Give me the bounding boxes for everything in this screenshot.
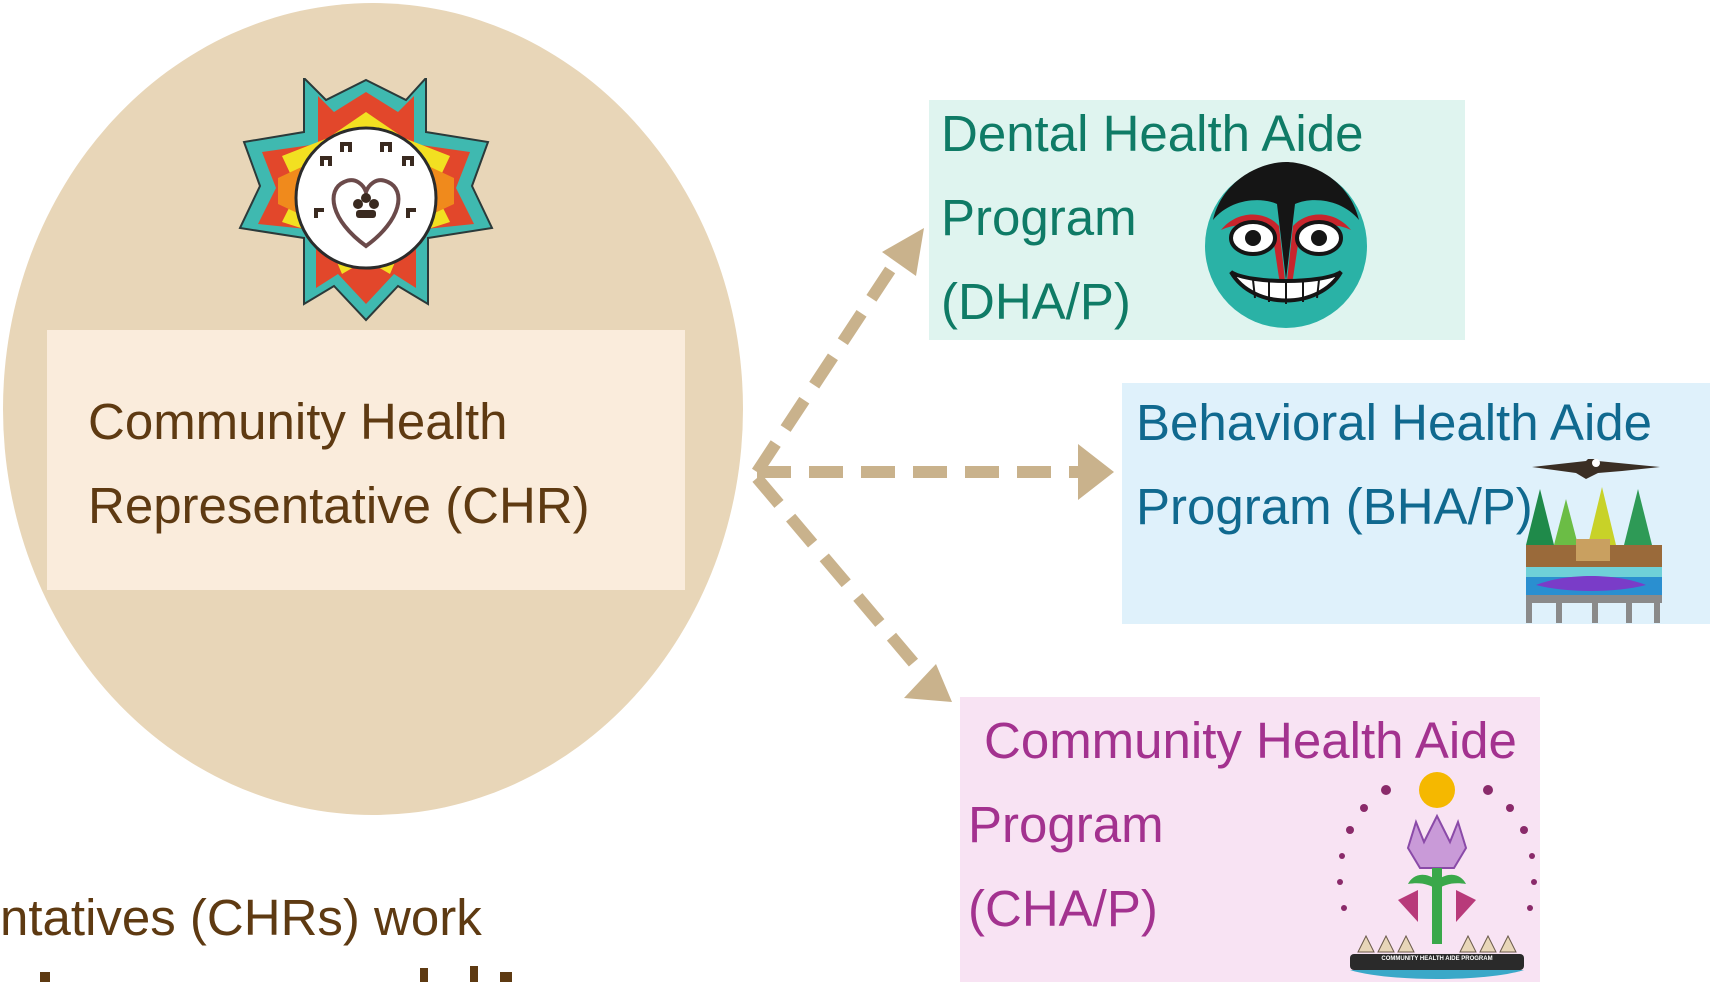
cha-logo-caption: COMMUNITY HEALTH AIDE PROGRAM [1381,956,1493,962]
chr-star-logo [238,78,494,322]
chr-label-line1: Community Health [88,393,508,450]
arrowhead-cha [904,664,952,702]
cha-title-line2: Program [968,796,1164,853]
dha-mask-logo [1205,162,1367,328]
cha-panel: Community Health Aide Program (CHA/P) [960,697,1540,982]
arrowhead-dha [882,228,924,276]
bha-title-line1: Behavioral Health Aide [1136,394,1653,451]
bha-panel: Behavioral Health Aide Program (BHA/P) [1122,383,1710,624]
bha-title-line2: Program (BHA/P) [1136,478,1533,535]
arrow-to-dha [751,254,904,476]
arrow-to-cha [752,474,923,672]
dha-title-line2: Program [941,189,1137,246]
cha-title-line3: (CHA/P) [968,880,1158,937]
dha-title-line1: Dental Health Aide [941,105,1364,162]
cha-title-line1: Community Health Aide [984,712,1517,769]
cha-lotus-logo: COMMUNITY HEALTH AIDE PROGRAM [1328,772,1546,982]
bha-landscape-logo [1526,459,1662,623]
body-text-clipped-line [0,962,560,982]
dha-title-line3: (DHA/P) [941,273,1131,330]
dha-panel: Dental Health Aide Program (DHA/P) [929,100,1465,340]
body-text-partial: ntatives (CHRs) work [0,889,482,946]
chr-label-box: Community Health Representative (CHR) [47,330,685,590]
arrowhead-bha [1078,444,1114,500]
chr-label-line2: Representative (CHR) [88,477,590,534]
